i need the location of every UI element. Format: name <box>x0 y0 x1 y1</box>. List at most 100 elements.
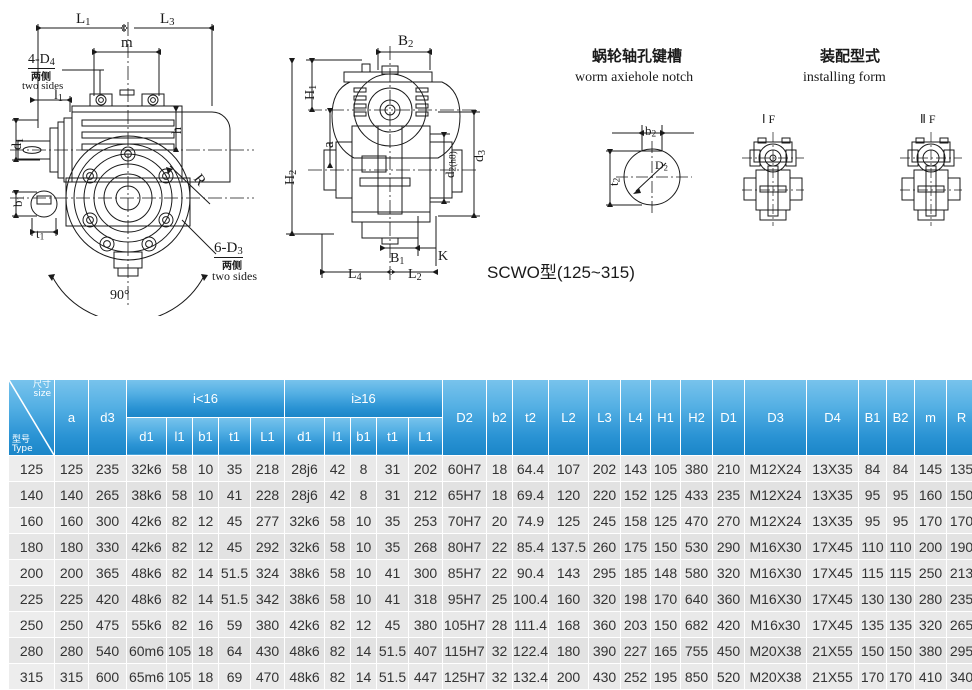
cell-D2: 65H7 <box>443 482 487 508</box>
cell-b2: 20 <box>487 508 513 534</box>
cell-type: 160 <box>9 508 55 534</box>
cell-L2: 120 <box>549 482 589 508</box>
cell-l1: 82 <box>325 612 351 638</box>
cell-b2: 18 <box>487 482 513 508</box>
cell-type: 250 <box>9 612 55 638</box>
header-R: R <box>947 380 972 456</box>
cell-d3: 420 <box>89 586 127 612</box>
cell-d1: 42k6 <box>285 612 325 638</box>
cell-t1: 64 <box>219 638 251 664</box>
cell-L1: 292 <box>251 534 285 560</box>
cell-d1: 28j6 <box>285 456 325 482</box>
cell-t1: 45 <box>377 612 409 638</box>
header-H2: H2 <box>681 380 713 456</box>
cell-b1: 14 <box>193 560 219 586</box>
label-t1: t1 <box>36 226 44 243</box>
cell-l1: 42 <box>325 456 351 482</box>
cell-D2: 95H7 <box>443 586 487 612</box>
cell-d1: 42k6 <box>127 534 167 560</box>
cell-L3: 320 <box>589 586 621 612</box>
cell-L3: 245 <box>589 508 621 534</box>
install-title-en: installing form <box>803 70 886 86</box>
cell-l1: 58 <box>325 586 351 612</box>
cell-H1: 148 <box>651 560 681 586</box>
cell-D4: 17X45 <box>807 560 859 586</box>
cell-l1: 58 <box>167 482 193 508</box>
cell-t1: 35 <box>377 508 409 534</box>
install-form-1-label: Ⅰ F <box>762 112 775 127</box>
cell-H2: 755 <box>681 638 713 664</box>
cell-t2: 122.4 <box>513 638 549 664</box>
cell-R: 213 <box>947 560 972 586</box>
cell-type: 140 <box>9 482 55 508</box>
cell-D1: 235 <box>713 482 745 508</box>
cell-L1: 253 <box>409 508 443 534</box>
cell-l1: 82 <box>167 612 193 638</box>
cell-L1: 202 <box>409 456 443 482</box>
cell-a: 180 <box>55 534 89 560</box>
label-b1: b1 <box>10 196 27 207</box>
cell-D4: 13X35 <box>807 508 859 534</box>
header-L4: L4 <box>621 380 651 456</box>
header-D4: D4 <box>807 380 859 456</box>
cell-D4: 13X35 <box>807 482 859 508</box>
cell-L2: 160 <box>549 586 589 612</box>
header-L3: L3 <box>589 380 621 456</box>
cell-t1: 41 <box>219 482 251 508</box>
header-b1-ge16: b1 <box>351 417 377 455</box>
cell-b1: 10 <box>351 560 377 586</box>
cell-d1: 65m6 <box>127 664 167 690</box>
table-header-row-1: 尺寸 size 型号 Type a d3 i<16 i≥16 D2 b2 t2 … <box>9 380 972 417</box>
cell-l1: 58 <box>325 534 351 560</box>
cell-B2: 95 <box>887 482 915 508</box>
cell-L2: 200 <box>549 664 589 690</box>
cell-a: 125 <box>55 456 89 482</box>
cell-t1: 51.5 <box>377 638 409 664</box>
cell-L1: 218 <box>251 456 285 482</box>
cell-L1: 407 <box>409 638 443 664</box>
cell-d3: 330 <box>89 534 127 560</box>
cell-L2: 137.5 <box>549 534 589 560</box>
cell-L1: 342 <box>251 586 285 612</box>
label-d2-h8: d2(h8) <box>442 151 459 178</box>
cell-D2: 80H7 <box>443 534 487 560</box>
cell-B1: 84 <box>859 456 887 482</box>
cell-H2: 470 <box>681 508 713 534</box>
cell-b1: 10 <box>351 508 377 534</box>
cell-H1: 150 <box>651 612 681 638</box>
cell-B1: 170 <box>859 664 887 690</box>
cell-L3: 295 <box>589 560 621 586</box>
cell-l1: 82 <box>167 508 193 534</box>
cell-a: 315 <box>55 664 89 690</box>
header-a: a <box>55 380 89 456</box>
label-L4: L4 <box>348 267 362 283</box>
cell-H2: 640 <box>681 586 713 612</box>
cell-type: 280 <box>9 638 55 664</box>
cell-D2: 85H7 <box>443 560 487 586</box>
cell-B2: 170 <box>887 664 915 690</box>
cell-d3: 265 <box>89 482 127 508</box>
cell-d3: 600 <box>89 664 127 690</box>
cell-L2: 180 <box>549 638 589 664</box>
cell-d3: 300 <box>89 508 127 534</box>
cell-d1: 55k6 <box>127 612 167 638</box>
cell-D1: 450 <box>713 638 745 664</box>
cell-D2: 115H7 <box>443 638 487 664</box>
cell-R: 190 <box>947 534 972 560</box>
cell-L2: 168 <box>549 612 589 638</box>
cell-B2: 95 <box>887 508 915 534</box>
cell-B2: 115 <box>887 560 915 586</box>
notch-title-cn: 蜗轮轴孔键槽 <box>592 45 682 66</box>
cell-l1: 105 <box>167 638 193 664</box>
label-two-sides-en-bottom: two sides <box>212 269 257 284</box>
install-title-cn: 装配型式 <box>820 45 880 66</box>
header-t1-ge16: t1 <box>377 417 409 455</box>
cell-b2: 32 <box>487 664 513 690</box>
header-size-en: size <box>34 389 51 399</box>
cell-H2: 850 <box>681 664 713 690</box>
cell-L3: 360 <box>589 612 621 638</box>
cell-b1: 12 <box>193 534 219 560</box>
cell-B2: 84 <box>887 456 915 482</box>
